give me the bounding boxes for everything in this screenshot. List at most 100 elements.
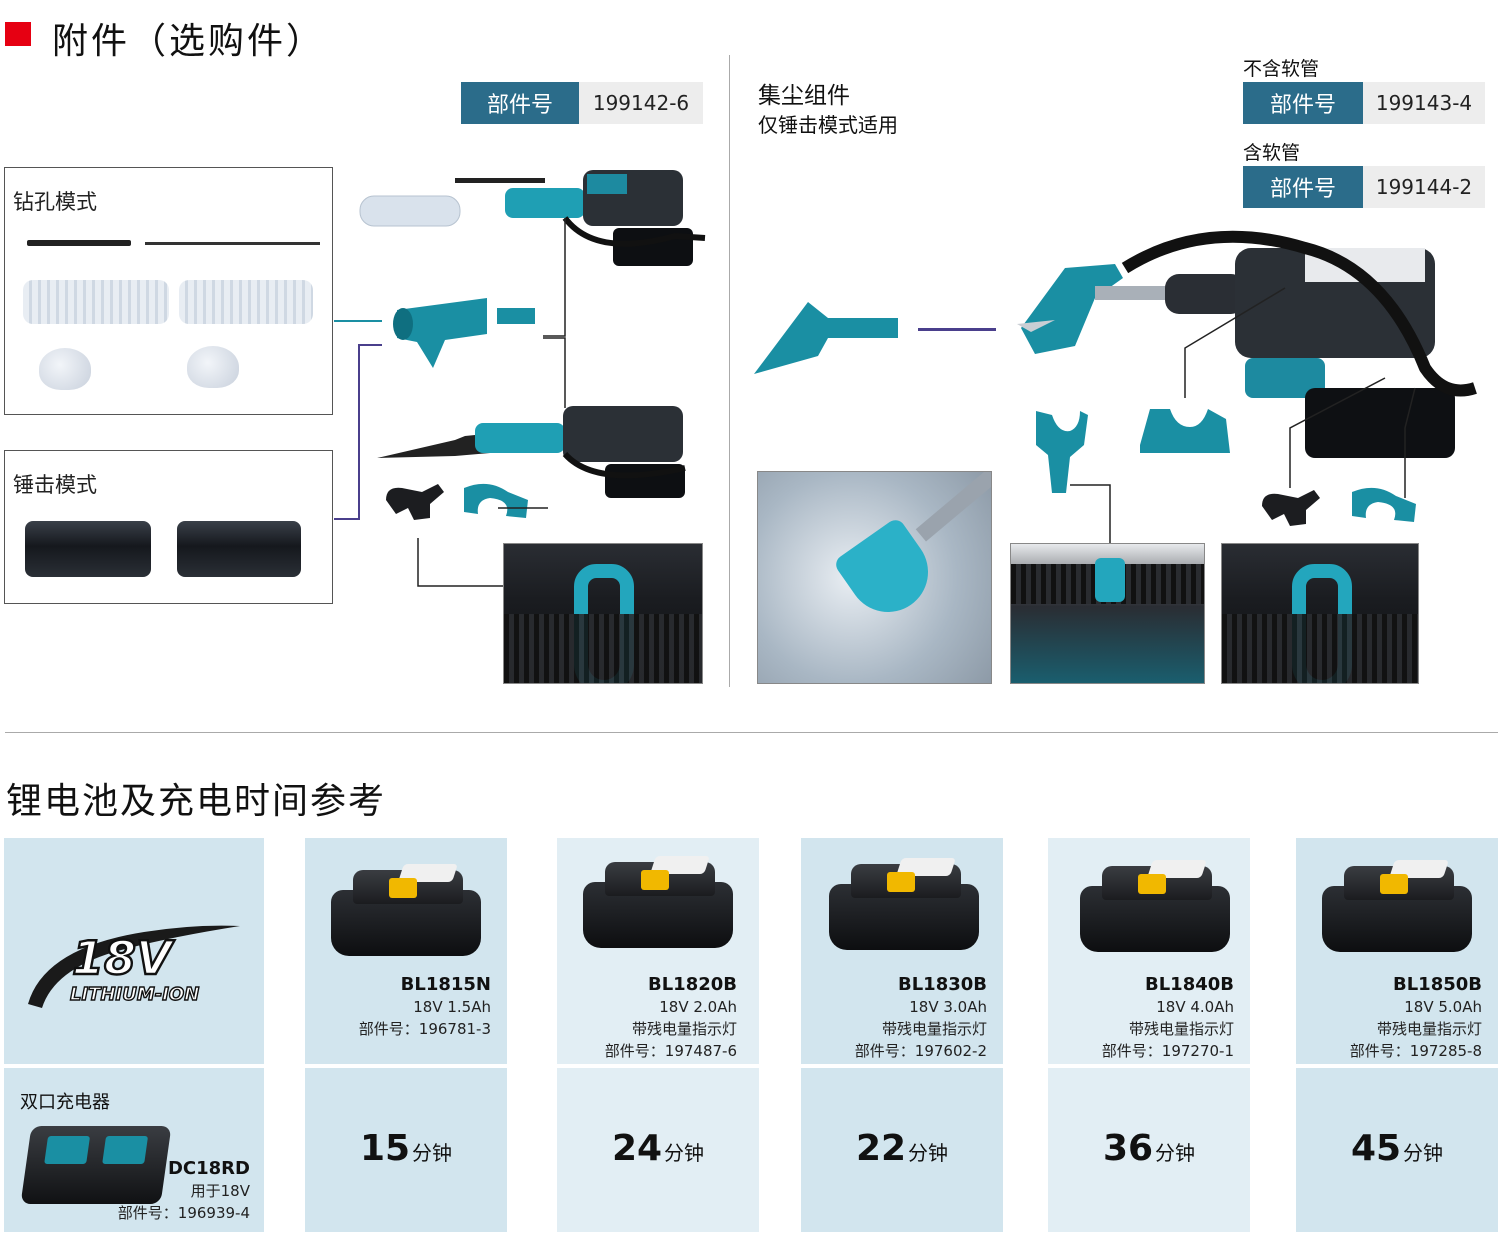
connector-line-drill [334, 320, 382, 322]
dust-extraction-photo [757, 471, 992, 684]
part-number-label-1: 部件号 [1243, 82, 1363, 124]
hammer-with-dust-kit [1017, 230, 1477, 498]
battery-model: BL1850B [1392, 974, 1482, 995]
charger-title: 双口充电器 [20, 1092, 110, 1113]
hose-clip-teal-right [1352, 487, 1416, 522]
drill-rod-long [145, 242, 320, 245]
hammer-drill-bottom [563, 406, 683, 462]
bellows-large [23, 280, 169, 324]
bracket-fork-icon [1036, 411, 1088, 493]
section-divider [5, 732, 1498, 733]
part-number-label: 部件号 [461, 82, 579, 124]
drill-rod-short [27, 240, 131, 246]
battery-cell-4: BL1840B 18V 4.0Ah 带残电量指示灯 部件号：197270-1 [1048, 838, 1250, 1064]
logo-cell: 18V LITHIUM-ION [4, 838, 264, 1064]
battery-spec: 18V 1.5Ah [413, 998, 491, 1016]
drill-mode-box: 钻孔模式 [4, 167, 333, 415]
lithium-ion-logo: 18V LITHIUM-ION [28, 925, 240, 1008]
battery-model: BL1815N [400, 974, 491, 995]
bracket-installed-photo [1010, 543, 1205, 684]
part-number-tag-2: 部件号 199144-2 [1243, 166, 1485, 208]
battery-feature: 带残电量指示灯 [1128, 1020, 1234, 1038]
dust-shroud [1021, 264, 1123, 354]
logo-lithium-ion: LITHIUM-ION [70, 984, 199, 1005]
battery-model: BL1820B [647, 974, 737, 995]
section-marker [5, 22, 31, 46]
logo-18v: 18V [72, 931, 175, 985]
part-number-tag: 部件号 199142-6 [461, 82, 703, 124]
battery-image-4 [1080, 860, 1230, 952]
clip-installed-photo-right [1221, 543, 1419, 684]
battery-image-1 [331, 864, 481, 956]
dust-nozzle-part [397, 298, 487, 368]
battery-feature: 带残电量指示灯 [631, 1020, 737, 1038]
dust-nozzle-icon [754, 302, 898, 374]
hose-clips-right [1262, 487, 1416, 526]
with-hose-label: 含软管 [1243, 142, 1301, 164]
hammer-mode-box: 锤击模式 [4, 450, 333, 604]
dust-kit-title: 集尘组件 [758, 83, 850, 109]
hammer-mode-label: 锤击模式 [13, 473, 97, 497]
rubber-sleeve-1 [25, 521, 151, 577]
battery-model: BL1840B [1144, 974, 1234, 995]
battery-feature: 带残电量指示灯 [1376, 1020, 1482, 1038]
battery-part: 部件号：197487-6 [604, 1042, 737, 1060]
rubber-cap-2 [187, 346, 239, 388]
part-number-value-2: 199144-2 [1363, 166, 1485, 208]
battery-cell-5: BL1850B 18V 5.0Ah 带残电量指示灯 部件号：197285-8 [1296, 838, 1498, 1064]
battery-cell-3: BL1830B 18V 3.0Ah 带残电量指示灯 部件号：197602-2 [801, 838, 1003, 1064]
hose-clip-black [386, 484, 444, 520]
part-number-tag-1: 部件号 199143-4 [1243, 82, 1485, 124]
logo-swoosh [28, 925, 240, 1008]
charger-model: DC18RD [167, 1158, 250, 1179]
battery-part: 部件号：197270-1 [1101, 1042, 1234, 1060]
battery-spec: 18V 2.0Ah [659, 998, 737, 1016]
part-number-value: 199142-6 [579, 82, 703, 124]
bellows-small [179, 280, 313, 324]
battery-spec: 18V 4.0Ah [1156, 998, 1234, 1016]
vacuum-hose [1121, 230, 1477, 397]
column-divider [729, 55, 730, 687]
charger-cell: 双口充电器 DC18RD 用于18V 部件号：196939-4 [4, 1068, 264, 1232]
part-number-label-2: 部件号 [1243, 166, 1363, 208]
bellows-attachment [359, 195, 461, 227]
battery-cell-1: BL1815N 18V 1.5Ah 部件号：196781-3 [305, 838, 507, 1064]
without-hose-label: 不含软管 [1243, 58, 1320, 80]
drill-mode-label: 钻孔模式 [13, 190, 97, 214]
hose-clip-teal [464, 483, 528, 518]
battery-spec: 18V 5.0Ah [1404, 998, 1482, 1016]
page-title: 附件（选购件） [52, 21, 326, 62]
battery-cell-2: BL1820B 18V 2.0Ah 带残电量指示灯 部件号：197487-6 [557, 838, 759, 1064]
battery-section-title: 锂电池及充电时间参考 [6, 781, 387, 822]
battery-part: 部件号：197285-8 [1349, 1042, 1482, 1060]
hose-clip-black-right [1262, 490, 1320, 526]
dust-kit-subtitle: 仅锤击模式适用 [758, 113, 898, 137]
dust-kit-brackets [1036, 409, 1230, 493]
battery-spec: 18V 3.0Ah [909, 998, 987, 1016]
charger-desc: 用于18V [190, 1182, 250, 1200]
battery-image-5 [1322, 860, 1472, 952]
battery-feature: 带残电量指示灯 [881, 1020, 987, 1038]
bracket-cradle-icon [1140, 409, 1230, 453]
rubber-sleeve-2 [177, 521, 301, 577]
connector-line-hammer [334, 518, 360, 520]
dust-nozzle-illustration [754, 302, 996, 374]
part-number-value-1: 199143-4 [1363, 82, 1485, 124]
clip-installed-photo [503, 543, 703, 684]
battery-image-2 [583, 856, 733, 948]
battery-model: BL1830B [897, 974, 987, 995]
battery-image-3 [829, 858, 979, 950]
charger-part: 部件号：196939-4 [117, 1204, 250, 1222]
hammer-drill-illustrations [359, 170, 706, 498]
rubber-cap-1 [39, 348, 91, 390]
battery-part: 部件号：196781-3 [358, 1020, 491, 1038]
